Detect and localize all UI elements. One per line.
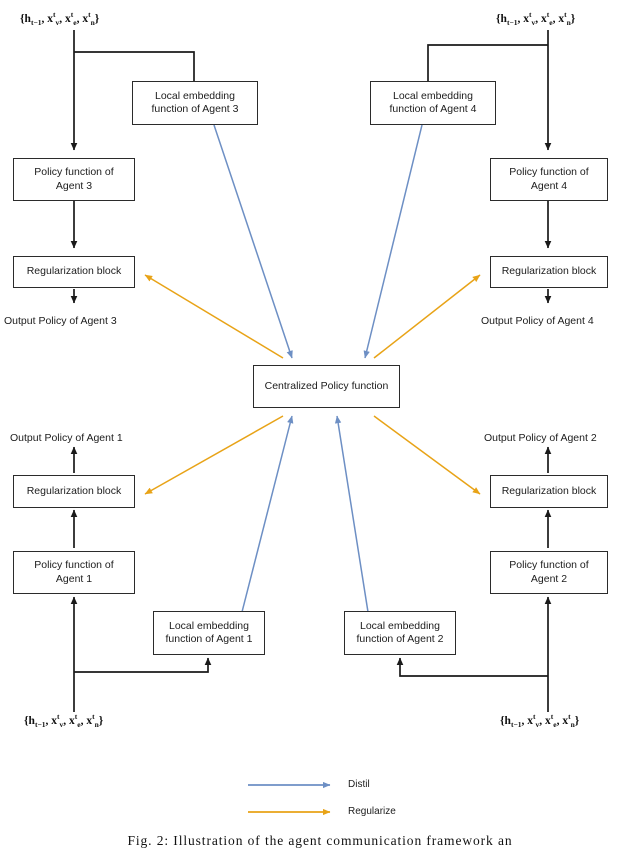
box-centralized-policy-function-label: Centralized Policy function — [264, 379, 389, 392]
box-regularization-agent-4-label: Regularization block — [501, 265, 597, 278]
distil-embed4-to-central — [363, 124, 423, 359]
regularize-central-to-reg2 — [373, 415, 481, 495]
box-regularization-agent-2-label: Regularization block — [501, 484, 597, 497]
flow-input1-to-embed1 — [74, 657, 212, 673]
box-centralized-policy-function[interactable]: Centralized Policy function — [253, 365, 400, 408]
box-policy-function-agent-1[interactable]: Policy function of Agent 1 — [13, 551, 135, 594]
box-local-embedding-agent-3-label: Local embedding function of Agent 3 — [151, 89, 239, 115]
input-label-agent-4: {ht−1, xtv, xte, xtn} — [496, 10, 576, 28]
regularize-central-to-reg1 — [144, 415, 284, 495]
box-policy-function-agent-1-label: Policy function of Agent 1 — [34, 559, 114, 585]
box-policy-function-agent-4-label: Policy function of Agent 4 — [509, 166, 589, 192]
box-regularization-agent-1[interactable]: Regularization block — [13, 475, 135, 508]
box-policy-function-agent-2-label: Policy function of Agent 2 — [509, 559, 589, 585]
box-policy-function-agent-2[interactable]: Policy function of Agent 2 — [490, 551, 608, 594]
flow-input2-to-embed2 — [396, 657, 548, 677]
box-local-embedding-agent-4-label: Local embedding function of Agent 4 — [389, 89, 477, 115]
box-regularization-agent-2[interactable]: Regularization block — [490, 475, 608, 508]
box-regularization-agent-3[interactable]: Regularization block — [13, 256, 135, 288]
box-local-embedding-agent-2[interactable]: Local embedding function of Agent 2 — [344, 611, 456, 655]
output-label-agent-2: Output Policy of Agent 2 — [484, 432, 597, 444]
flow-input4-to-embed4 — [427, 44, 548, 81]
box-policy-function-agent-3-label: Policy function of Agent 3 — [34, 166, 114, 192]
box-regularization-agent-3-label: Regularization block — [26, 265, 122, 278]
distil-embed2-to-central — [334, 415, 369, 613]
output-label-agent-1: Output Policy of Agent 1 — [10, 432, 123, 444]
output-label-agent-4: Output Policy of Agent 4 — [481, 315, 594, 327]
input-label-agent-1: {ht−1, xtv, xte, xtn} — [24, 712, 104, 730]
legend-label-regularize: Regularize — [348, 806, 396, 817]
flow-input3-to-embed3 — [74, 51, 195, 81]
distil-embed1-to-central — [241, 415, 294, 613]
box-policy-function-agent-4[interactable]: Policy function of Agent 4 — [490, 158, 608, 201]
box-regularization-agent-4[interactable]: Regularization block — [490, 256, 608, 288]
distil-embed3-to-central — [213, 124, 293, 359]
box-local-embedding-agent-1-label: Local embedding function of Agent 1 — [165, 619, 253, 645]
box-policy-function-agent-3[interactable]: Policy function of Agent 3 — [13, 158, 135, 201]
box-local-embedding-agent-1[interactable]: Local embedding function of Agent 1 — [153, 611, 265, 655]
box-regularization-agent-1-label: Regularization block — [26, 484, 122, 497]
input-label-agent-2: {ht−1, xtv, xte, xtn} — [500, 712, 580, 730]
regularize-central-to-reg3 — [144, 274, 284, 359]
box-local-embedding-agent-4[interactable]: Local embedding function of Agent 4 — [370, 81, 496, 125]
input-label-agent-3: {ht−1, xtv, xte, xtn} — [20, 10, 100, 28]
regularize-central-to-reg4 — [373, 274, 481, 359]
legend-label-distil: Distil — [348, 779, 370, 790]
box-local-embedding-agent-2-label: Local embedding function of Agent 2 — [356, 619, 444, 645]
figure-caption: Fig. 2: Illustration of the agent commun… — [127, 833, 513, 848]
output-label-agent-3: Output Policy of Agent 3 — [4, 315, 117, 327]
box-local-embedding-agent-3[interactable]: Local embedding function of Agent 3 — [132, 81, 258, 125]
